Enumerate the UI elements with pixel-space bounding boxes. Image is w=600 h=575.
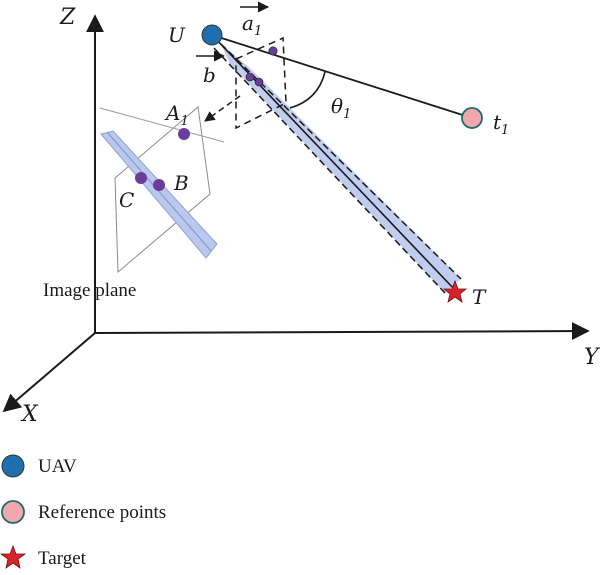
image-ray-band	[100, 130, 218, 259]
y-axis	[94, 322, 590, 341]
target-label: T	[472, 285, 487, 309]
reference-point-marker	[461, 107, 483, 129]
point-a1	[178, 128, 190, 140]
legend-target-label: Target	[38, 548, 87, 569]
vector-b-label: b	[203, 63, 216, 87]
projection-arrow	[204, 95, 241, 122]
ray-point	[254, 77, 264, 87]
vector-a-label: a1	[242, 11, 262, 39]
angle-label: θ1	[331, 94, 351, 122]
point-c	[135, 172, 147, 184]
legend-reference-label: Reference points	[38, 502, 166, 523]
x-axis-label: X	[20, 402, 39, 427]
point-b	[153, 179, 165, 191]
angle-arc	[289, 71, 326, 109]
pink-circle-icon	[1, 500, 25, 524]
image-plane-projection-line	[99, 107, 225, 143]
reference-point-label: t1	[493, 110, 509, 138]
red-star-icon	[0, 544, 27, 569]
reference-line	[211, 34, 473, 119]
z-axis-label: Z	[59, 5, 76, 30]
target-ray-edge-lower	[213, 47, 446, 294]
ray-point	[245, 72, 255, 82]
vector-a-point	[268, 46, 278, 56]
x-axis	[2, 332, 96, 413]
image-ray-axis	[106, 131, 212, 252]
point-b-label: B	[173, 171, 189, 195]
blue-circle-icon	[1, 454, 25, 478]
point-a1-label: A1	[164, 101, 189, 129]
uav-marker	[201, 24, 223, 46]
target-marker	[442, 279, 468, 303]
legend: UAV Reference points Target	[0, 454, 166, 569]
image-plane-label: Image plane	[43, 280, 136, 301]
point-c-label: C	[119, 188, 134, 212]
y-axis-label: Y	[584, 345, 600, 370]
uav-label: U	[168, 23, 186, 47]
camera-frustum	[235, 36, 287, 130]
legend-uav-label: UAV	[38, 456, 77, 477]
